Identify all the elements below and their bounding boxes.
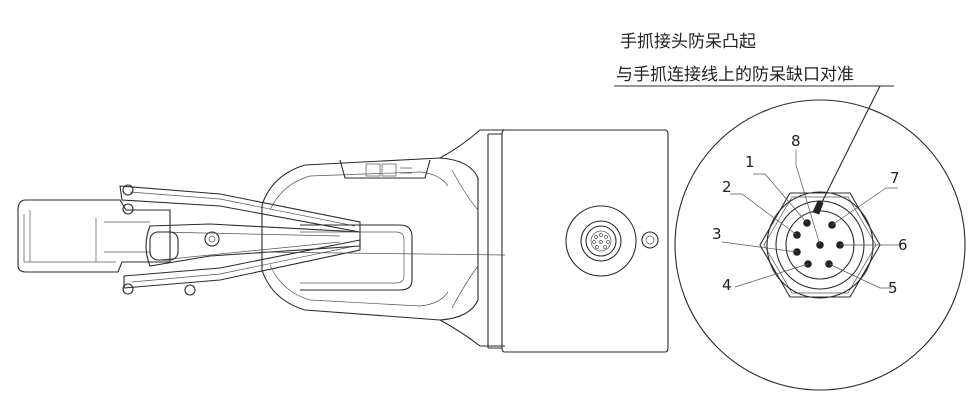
pin-label-2: 2 xyxy=(722,178,732,196)
pin-label-7: 7 xyxy=(890,169,900,187)
pin-leader-lines xyxy=(721,150,900,289)
pin-label-3: 3 xyxy=(712,225,722,243)
pin-label-8: 8 xyxy=(791,132,801,150)
connector-detail-view xyxy=(674,99,966,391)
wrist-body xyxy=(261,129,506,347)
gripper-fingers xyxy=(17,184,361,296)
pin-label-4: 4 xyxy=(722,276,732,294)
pin-label-1: 1 xyxy=(745,153,755,171)
annotation-line-2: 与手抓连接线上的防呆缺口对准 xyxy=(616,65,854,85)
pin-label-6: 6 xyxy=(898,236,908,254)
connector-pins xyxy=(793,219,844,268)
annotation-leader xyxy=(614,85,894,207)
pin-label-5: 5 xyxy=(888,279,898,297)
cylinder-housing xyxy=(487,129,669,353)
annotation-line-1: 手抓接头防呆凸起 xyxy=(620,32,756,52)
